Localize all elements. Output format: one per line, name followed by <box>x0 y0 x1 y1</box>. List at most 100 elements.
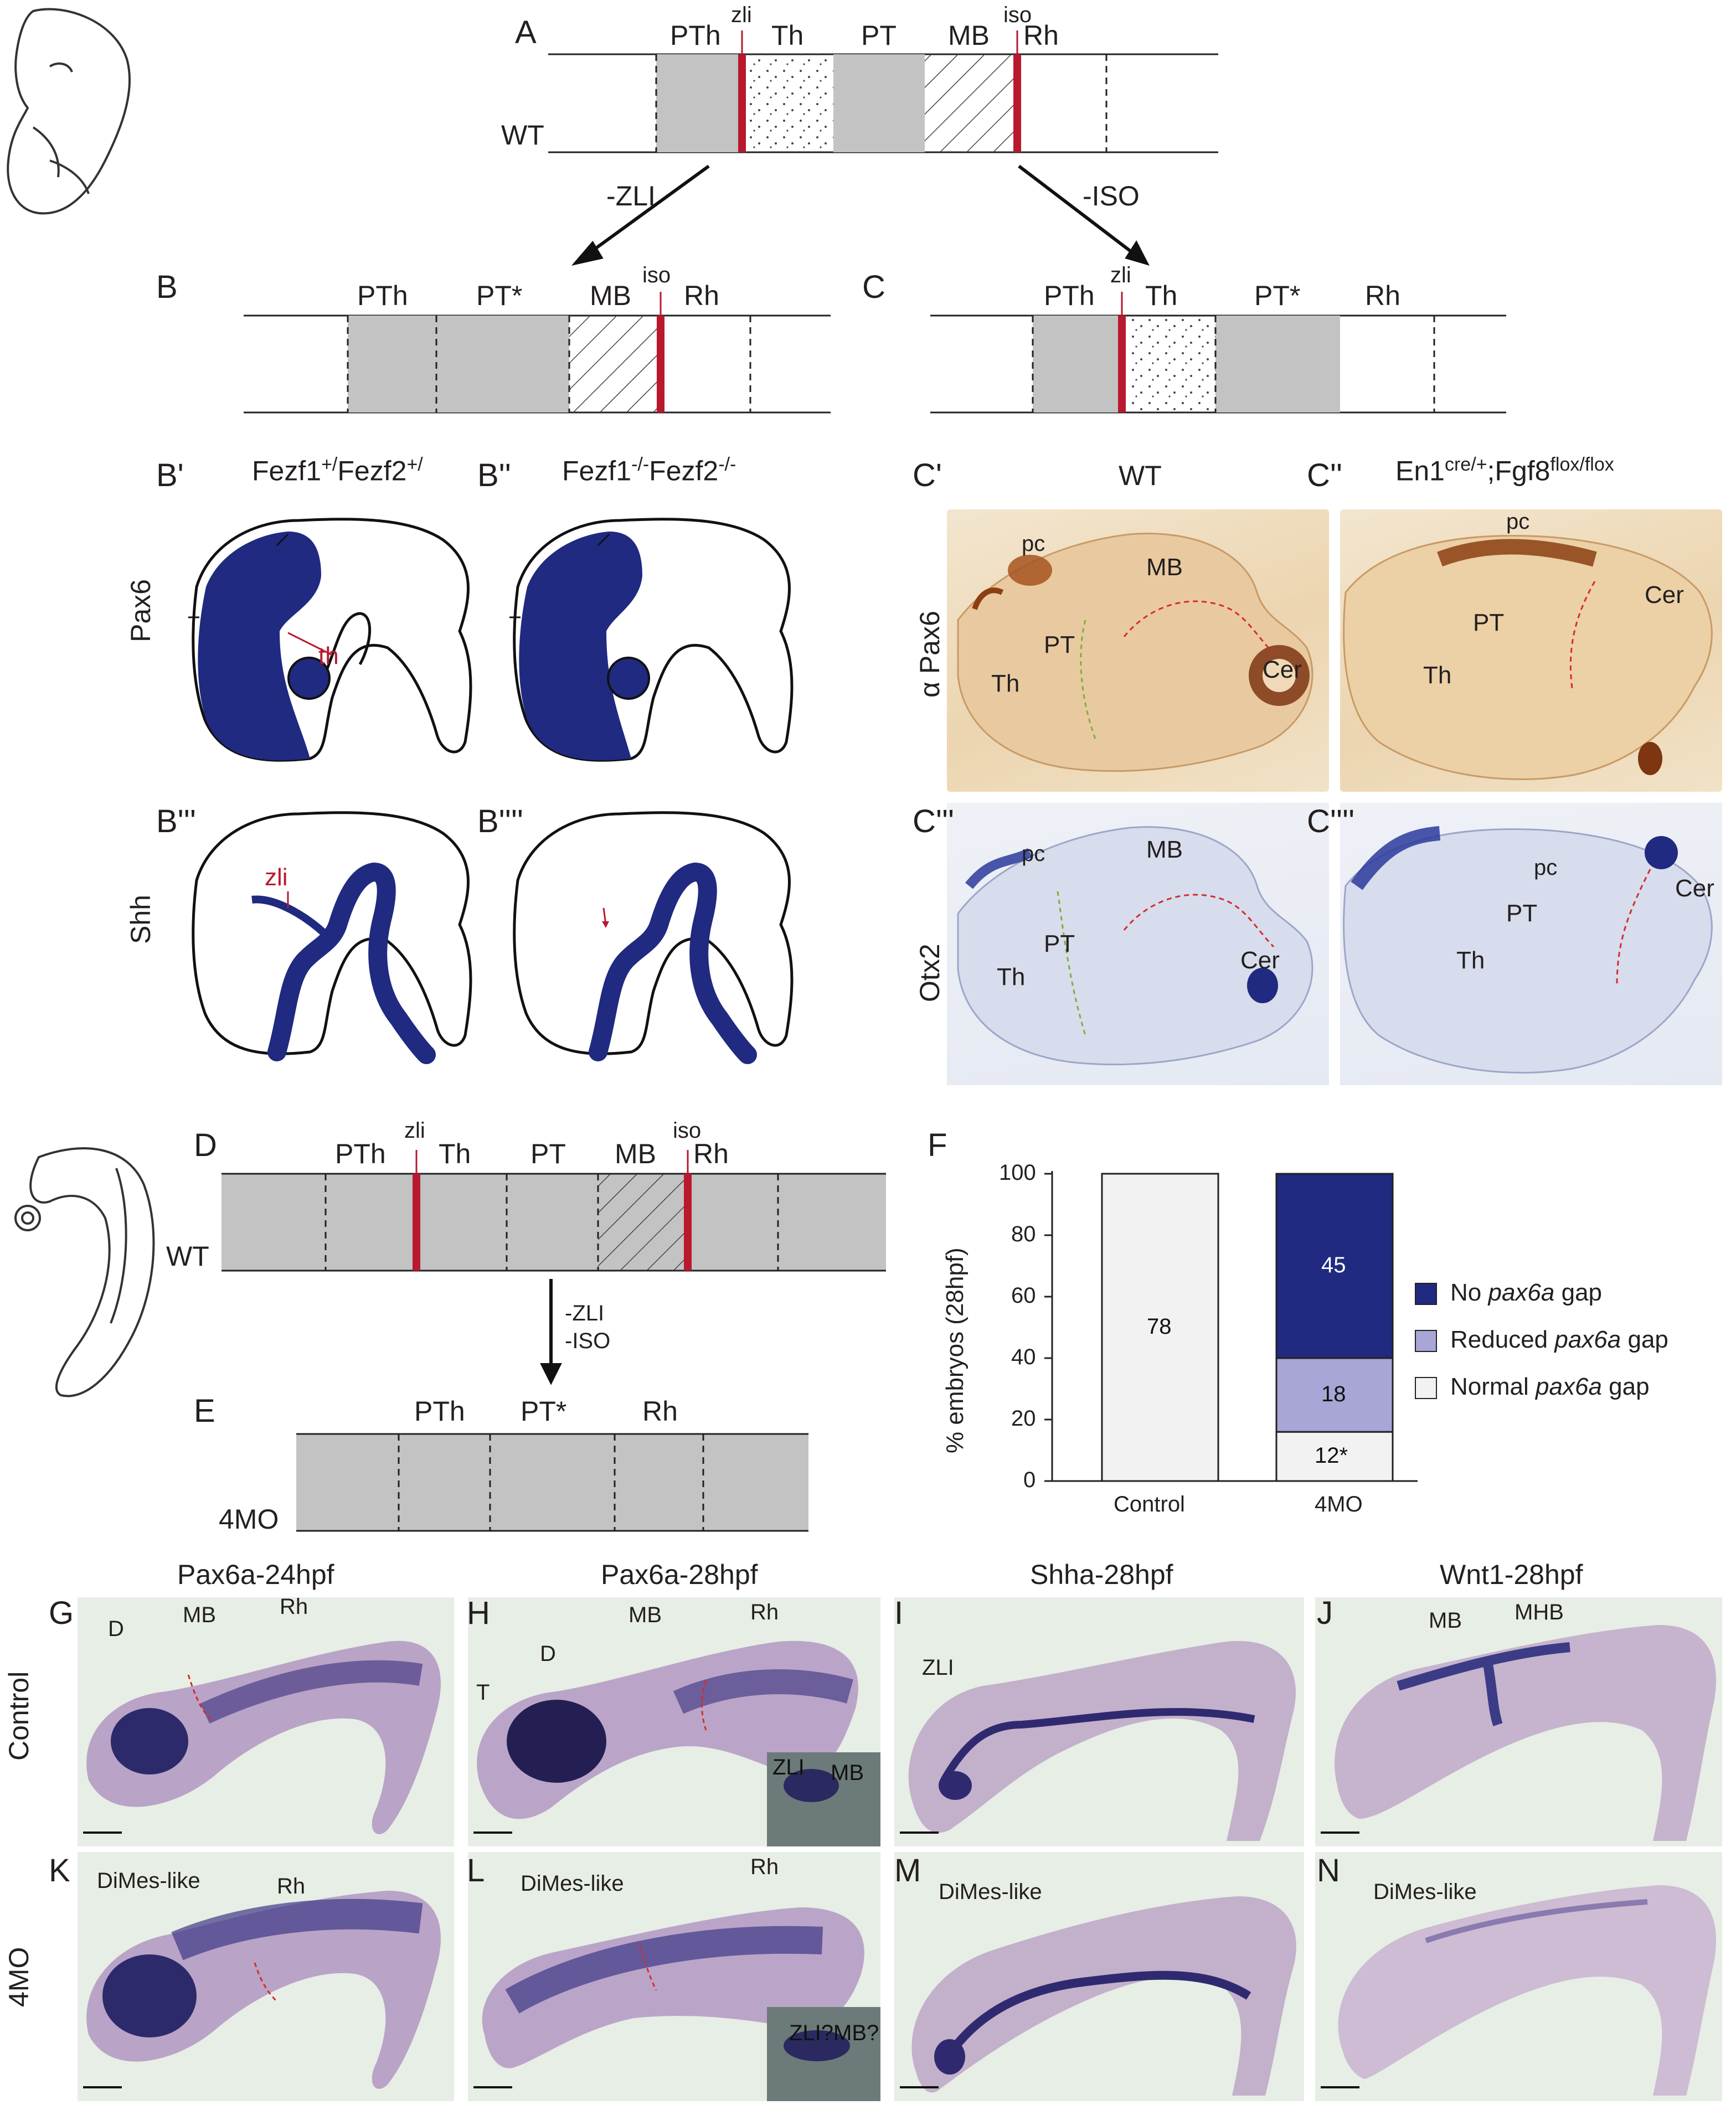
L-label-Rh: Rh <box>750 1855 779 1879</box>
G-label-MB: MB <box>183 1603 216 1627</box>
panel-letter-L: L <box>467 1853 485 1889</box>
row-label-otx2: Otx2 <box>914 943 945 1002</box>
cartoon-label-th: th <box>318 642 339 669</box>
arrow-label-ISO: -ISO <box>1083 180 1140 211</box>
J-label-MHB: MHB <box>1515 1600 1564 1624</box>
chart-F-ylabel: % embryos (28hpf) <box>941 1247 969 1453</box>
Cpppp-Th: Th <box>1456 947 1485 974</box>
panel-letter-Cp: C' <box>913 457 942 493</box>
photo-K-pax6a-24hpf-4mo <box>78 1852 454 2101</box>
row-label-4mo: 4MO <box>3 1947 34 2007</box>
region-A-PTh: PTh <box>670 20 721 51</box>
chart-F-legend-swatch <box>1415 1283 1437 1306</box>
region-B-PTh: PTh <box>357 280 408 311</box>
Cp-PT: PT <box>1044 631 1075 658</box>
H-label-MB: MB <box>629 1603 662 1627</box>
G-label-D: D <box>108 1617 124 1641</box>
brain-cartoon-Bpp <box>509 518 794 762</box>
H-label-T: T <box>476 1680 490 1705</box>
panel-letter-Cpp: C'' <box>1307 457 1343 493</box>
panel-letter-C: C <box>862 269 885 305</box>
chart-F-bar-4MO-2 <box>1275 1173 1394 1359</box>
L-inset-ZLI-MB: ZLI?MB? <box>789 2021 879 2045</box>
region-C-PTh: PTh <box>1044 280 1095 311</box>
region-B-PT: PT* <box>476 280 523 311</box>
label-C-zli: zli <box>1110 263 1131 287</box>
I-label-ZLI: ZLI <box>922 1655 954 1680</box>
Cpppp-pc: pc <box>1534 855 1558 880</box>
Cppp-pc: pc <box>1022 842 1045 866</box>
schema-E <box>296 1433 808 1532</box>
region-B-MB: MB <box>590 280 631 311</box>
panel-letter-M: M <box>894 1853 921 1889</box>
Cppp-PT: PT <box>1044 930 1075 957</box>
row-label-pax6: Pax6 <box>125 579 156 642</box>
arrow-D <box>540 1279 562 1385</box>
schema-C <box>930 292 1506 414</box>
panel-letter-Bp: B' <box>156 457 184 493</box>
Cpp-PT: PT <box>1473 609 1505 636</box>
chart-F-count-Control-0: 78 <box>1147 1314 1172 1339</box>
panel-letter-D: D <box>194 1127 217 1163</box>
panel-letter-N: N <box>1317 1853 1340 1889</box>
panel-letter-H: H <box>467 1595 490 1631</box>
K-label-DiMes: DiMes-like <box>97 1869 200 1893</box>
H-label-D: D <box>540 1642 556 1666</box>
chart-F-legend-item: Normal pax6a gap <box>1415 1373 1650 1401</box>
column-title-I: Shha-28hpf <box>1030 1559 1173 1590</box>
chart-F-legend-swatch <box>1415 1330 1437 1353</box>
region-A-Th: Th <box>771 20 804 51</box>
panel-letter-G: G <box>49 1595 74 1631</box>
column-title-H: Pax6a-28hpf <box>601 1559 758 1590</box>
schema-B <box>244 292 831 414</box>
H-label-Rh: Rh <box>750 1600 779 1624</box>
region-B-Rh: Rh <box>684 280 719 311</box>
brain-cartoon-Bp <box>188 518 472 762</box>
region-D-PTh: PTh <box>335 1138 386 1169</box>
G-label-Rh: Rh <box>280 1595 308 1619</box>
brain-cartoon-Bpppp <box>513 811 794 1064</box>
column-title-J: Wnt1-28hpf <box>1440 1559 1583 1590</box>
photo-Cppp-otx2-wt <box>947 803 1329 1085</box>
chart-F-count-4MO-1: 18 <box>1321 1381 1346 1406</box>
row-label-shh: Shh <box>125 895 156 944</box>
chart-F-ytick-label-80: 80 <box>1011 1222 1036 1246</box>
panel-letter-Cpppp: C'''' <box>1307 803 1355 839</box>
K-label-Rh: Rh <box>277 1874 306 1898</box>
chart-F-xtick-label-4MO: 4MO <box>1315 1492 1363 1516</box>
arrow-D-line1: -ZLI <box>565 1301 605 1325</box>
region-A-Rh: Rh <box>1023 20 1059 51</box>
panel-letter-E: E <box>194 1393 215 1429</box>
Cp-Cer: Cer <box>1263 656 1302 683</box>
chart-F <box>1044 1171 1418 1482</box>
Cpp-pc: pc <box>1506 509 1530 534</box>
chart-F-count-4MO-2: 45 <box>1321 1252 1346 1277</box>
panel-letter-B: B <box>156 269 178 305</box>
Cppp-Th: Th <box>997 963 1026 990</box>
Cpppp-Cer: Cer <box>1675 875 1714 902</box>
cartoon-label-zli: zli <box>265 864 288 891</box>
region-C-Th: Th <box>1145 280 1178 311</box>
Cp-Th: Th <box>991 670 1020 697</box>
Cpppp-PT: PT <box>1506 900 1538 927</box>
chart-F-ytick-label-40: 40 <box>1011 1345 1036 1369</box>
region-D-Th: Th <box>439 1138 471 1169</box>
Cpp-Cer: Cer <box>1645 581 1684 608</box>
region-D-MB: MB <box>615 1138 656 1169</box>
mouse-embryo-icon <box>7 8 131 215</box>
chart-F-legend-item: No pax6a gap <box>1415 1279 1602 1307</box>
chart-F-bar-Control-0 <box>1101 1173 1219 1482</box>
label-A-zli: zli <box>731 3 752 27</box>
Cpp-Th: Th <box>1423 662 1452 689</box>
region-E-PTh: PTh <box>414 1396 465 1427</box>
H-inset-ZLI: ZLI <box>772 1755 805 1779</box>
zebrafish-embryo-icon <box>14 1147 155 1397</box>
arrows-A <box>571 164 1150 266</box>
row-label-apax6: α Pax6 <box>914 611 945 698</box>
panel-letter-Cppp: C''' <box>913 803 955 839</box>
photo-I-shha-28hpf-control <box>894 1597 1304 1846</box>
panel-letter-J: J <box>1317 1595 1333 1631</box>
row-label-control: Control <box>3 1671 34 1761</box>
panel-letter-Bppp: B''' <box>156 803 196 839</box>
chart-F-count-4MO-0: 12* <box>1315 1443 1348 1468</box>
